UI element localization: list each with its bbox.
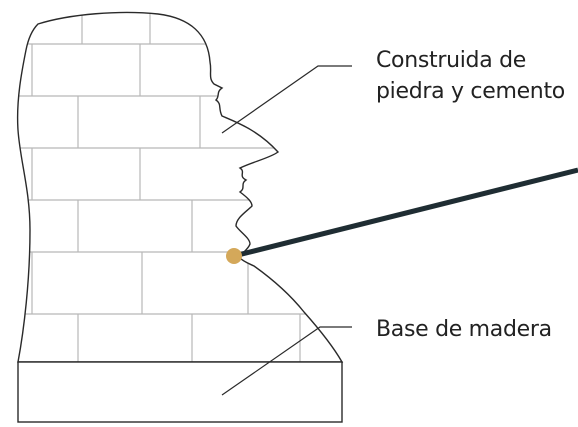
head-outline xyxy=(16,11,344,363)
base-leader-line xyxy=(221,326,352,396)
material-label-line1: Construida de xyxy=(376,48,526,73)
brick-pattern xyxy=(17,12,342,362)
rod-tip-dot xyxy=(226,248,242,264)
material-leader-line xyxy=(221,65,352,134)
wooden-base xyxy=(17,361,343,423)
material-label-line2: piedra y cemento xyxy=(376,79,565,104)
rod xyxy=(233,167,578,259)
base-label: Base de madera xyxy=(376,317,552,342)
